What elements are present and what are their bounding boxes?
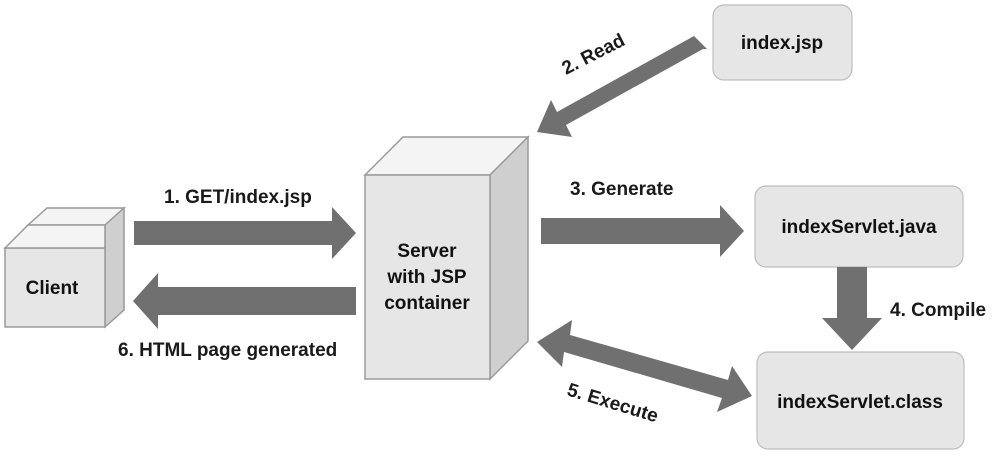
- server-label-line2: with JSP: [386, 267, 467, 288]
- arrow-generate: [541, 205, 744, 257]
- client-cube-side: [104, 206, 125, 329]
- arrow-execute: [537, 320, 752, 412]
- server-node: Server with JSP container: [363, 135, 530, 381]
- server-label-line3: container: [384, 293, 470, 314]
- index-jsp-box: [712, 4, 853, 81]
- client-cube-top-front: [3, 224, 106, 249]
- arrow-get: [134, 207, 356, 259]
- client-label: Client: [26, 278, 79, 299]
- arrow-read: [537, 36, 707, 137]
- arrow-compile: [822, 267, 882, 350]
- servlet-class-node: indexServlet.class: [756, 351, 965, 450]
- step-compile-label: 4. Compile: [890, 300, 986, 321]
- step-get-label: 1. GET/index.jsp: [164, 187, 312, 208]
- index-jsp-label: index.jsp: [741, 33, 823, 54]
- index-jsp-node: index.jsp: [712, 4, 853, 81]
- servlet-class-label: indexServlet.class: [777, 392, 943, 413]
- server-cube-front: [364, 174, 491, 380]
- server-cube-side: [489, 135, 529, 381]
- step-execute-label: 5. Execute: [565, 380, 661, 428]
- servlet-java-node: indexServlet.java: [754, 185, 964, 268]
- server-label-line1: Server: [397, 241, 457, 262]
- client-cube-front: [4, 247, 106, 328]
- servlet-java-label: indexServlet.java: [781, 217, 937, 238]
- client-node: Client: [3, 206, 126, 329]
- step-generate-label: 3. Generate: [570, 179, 674, 200]
- arrow-html-response: [133, 273, 356, 329]
- step-read-label: 2. Read: [559, 30, 629, 79]
- step-html-label: 6. HTML page generated: [118, 340, 337, 361]
- servlet-class-box: [756, 351, 965, 450]
